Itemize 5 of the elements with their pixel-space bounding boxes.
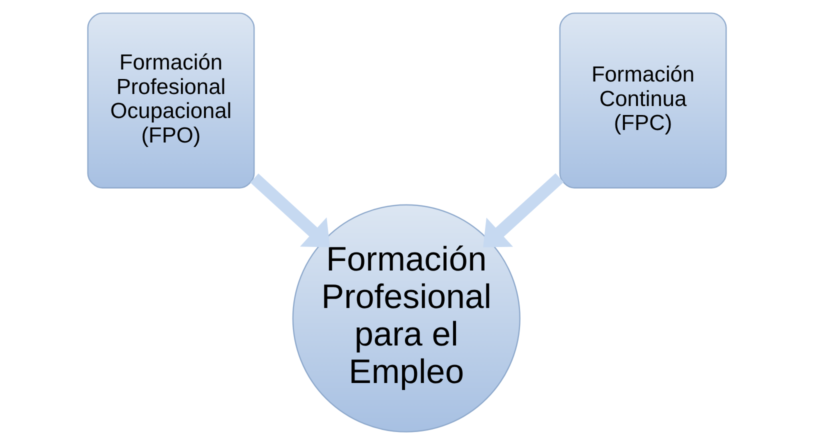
arrow <box>482 173 564 248</box>
node-box: Formación Continua (FPC) <box>558 12 726 189</box>
node-box: Formación Profesional Ocupacional (FPO) <box>86 12 254 189</box>
arrow <box>250 174 330 248</box>
node-circle: Formación Profesional para el Empleo <box>292 204 520 432</box>
